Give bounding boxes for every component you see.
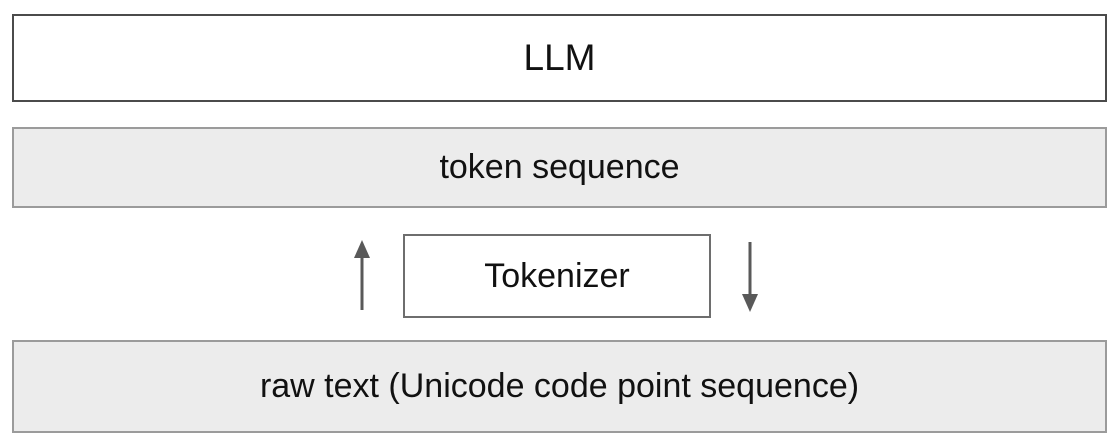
tokenizer-box: Tokenizer [403,234,711,318]
token-sequence-label: token sequence [439,148,680,186]
token-sequence-box: token sequence [12,127,1107,208]
down-arrow-icon [742,242,758,312]
llm-label: LLM [523,37,596,78]
raw-text-box: raw text (Unicode code point sequence) [12,340,1107,433]
up-arrow-icon [354,240,370,310]
llm-box: LLM [12,14,1107,102]
tokenizer-label: Tokenizer [484,256,630,295]
raw-text-label: raw text (Unicode code point sequence) [259,367,860,405]
